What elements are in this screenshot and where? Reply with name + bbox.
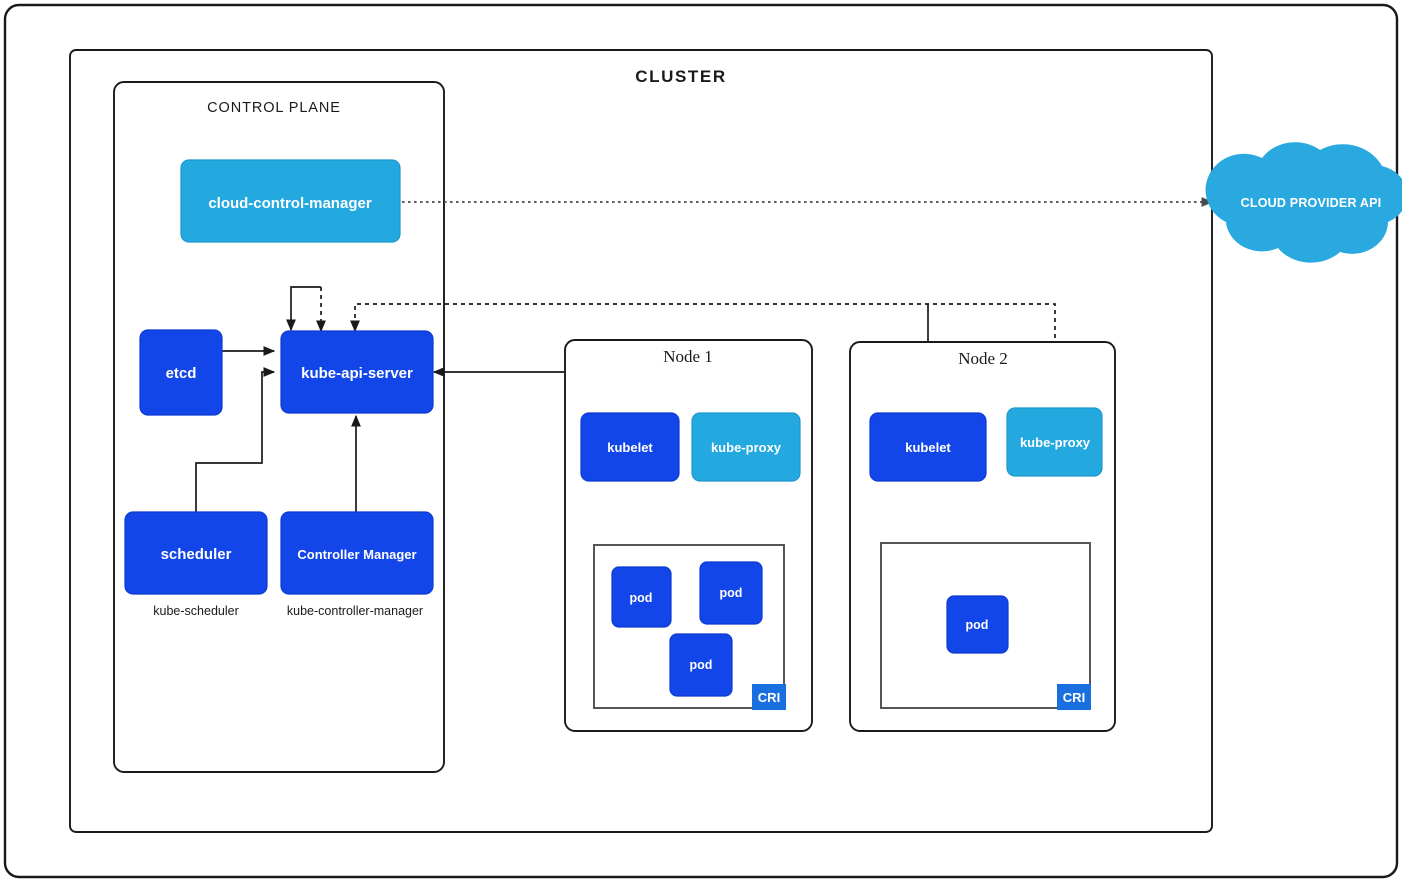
controller-manager-caption: kube-controller-manager: [287, 604, 423, 618]
scheduler-caption: kube-scheduler: [153, 604, 238, 618]
node-1-cri-badge-box: [752, 684, 786, 710]
node-2-title: Node 2: [958, 349, 1008, 368]
node-2-cri-badge-box: [1057, 684, 1091, 710]
node-1-kube-proxy[interactable]: kube-proxy: [691, 412, 801, 482]
node-1-pod-1-box[interactable]: [611, 566, 672, 628]
node-2-kubelet[interactable]: kubelet: [869, 412, 987, 482]
node-1-pod-3[interactable]: pod: [669, 633, 733, 697]
node-1-kubelet-label: kubelet: [607, 440, 653, 455]
controller-manager-label: Controller Manager: [297, 547, 416, 562]
control-plane-title: CONTROL PLANE: [207, 100, 341, 116]
control-plane-boundary: [113, 81, 445, 773]
node-1-kubelet[interactable]: kubelet: [580, 412, 680, 482]
node-2-kubelet-box[interactable]: [869, 412, 987, 482]
cluster-title: CLUSTER: [635, 67, 726, 86]
cloud-control-manager-label: cloud-control-manager: [208, 195, 372, 212]
component-cloud-control-manager[interactable]: cloud-control-manager: [180, 159, 401, 243]
node-1-pod-3-label: pod: [690, 658, 713, 672]
kube-api-server-box[interactable]: [280, 330, 434, 414]
component-scheduler[interactable]: scheduler kube-scheduler: [124, 511, 268, 618]
component-etcd[interactable]: etcd: [139, 329, 223, 416]
node-1-kubelet-box[interactable]: [580, 412, 680, 482]
node-2-cri-label: CRI: [1063, 690, 1085, 705]
node-1-pod-2-box[interactable]: [699, 561, 763, 625]
node-1-pod-1-label: pod: [630, 591, 653, 605]
etcd-box[interactable]: [139, 329, 223, 416]
node-2: Node 2 kubelet kube-proxy pod CRI: [849, 341, 1116, 732]
connector-scheduler-to-api: [195, 367, 276, 512]
node-1-pod-1[interactable]: pod: [611, 566, 672, 628]
node-2-kube-proxy-box[interactable]: [1006, 407, 1103, 477]
node-1-pod-2[interactable]: pod: [699, 561, 763, 625]
node-1-cri-badge: CRI: [752, 684, 786, 710]
node-2-kube-proxy-label: kube-proxy: [1020, 435, 1091, 450]
cloud-shape-icon: [1205, 142, 1402, 263]
controller-manager-box[interactable]: [280, 511, 434, 595]
scheduler-label: scheduler: [161, 546, 232, 563]
component-controller-manager[interactable]: Controller Manager kube-controller-manag…: [280, 511, 434, 618]
scheduler-box[interactable]: [124, 511, 268, 595]
node-1: Node 1 kubelet kube-proxy pod pod: [564, 339, 813, 732]
kube-api-server-label: kube-api-server: [301, 365, 413, 382]
cloud-provider-api[interactable]: CLOUD PROVIDER API: [1205, 142, 1402, 263]
node-1-pod-2-label: pod: [720, 586, 743, 600]
node-2-pod-1[interactable]: pod: [946, 595, 1009, 654]
cloud-control-manager-box[interactable]: [180, 159, 401, 243]
component-kube-api-server[interactable]: kube-api-server: [280, 330, 434, 414]
cloud-provider-api-label: CLOUD PROVIDER API: [1241, 196, 1382, 210]
node-2-pod-1-box[interactable]: [946, 595, 1009, 654]
node-2-kube-proxy[interactable]: kube-proxy: [1006, 407, 1103, 477]
node-1-title: Node 1: [663, 347, 713, 366]
node-1-kube-proxy-box[interactable]: [691, 412, 801, 482]
connector-api-to-ccm: [286, 286, 321, 332]
node-2-kubelet-label: kubelet: [905, 440, 951, 455]
connector-node2-kubeproxy-to-api: [350, 303, 1056, 410]
node-2-pod-1-label: pod: [966, 618, 989, 632]
node-1-cri-label: CRI: [758, 690, 780, 705]
etcd-label: etcd: [166, 365, 197, 382]
node-1-pod-3-box[interactable]: [669, 633, 733, 697]
node-1-kube-proxy-label: kube-proxy: [711, 440, 782, 455]
node-2-cri-badge: CRI: [1057, 684, 1091, 710]
